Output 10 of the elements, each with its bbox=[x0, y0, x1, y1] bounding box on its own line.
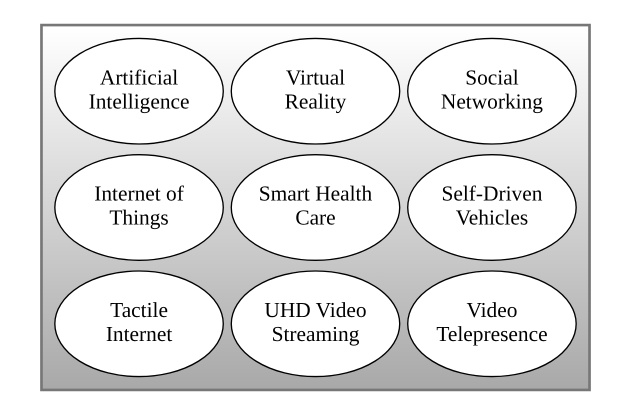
node-ellipse: Tactile Internet bbox=[54, 270, 224, 377]
node-ellipse: Internet of Things bbox=[54, 154, 224, 260]
node-ellipse: Artificial Intelligence bbox=[54, 37, 224, 144]
node-ellipse: Smart Health Care bbox=[230, 154, 400, 260]
node-ellipse: UHD Video Streaming bbox=[230, 270, 400, 377]
node-ellipse: Virtual Reality bbox=[230, 37, 400, 144]
node-ellipse: Self-Driven Vehicles bbox=[406, 154, 576, 260]
node-ellipse: Social Networking bbox=[406, 37, 576, 144]
cluster bbox=[40, 23, 590, 391]
node-ellipse: Video Telepresence bbox=[406, 270, 576, 377]
